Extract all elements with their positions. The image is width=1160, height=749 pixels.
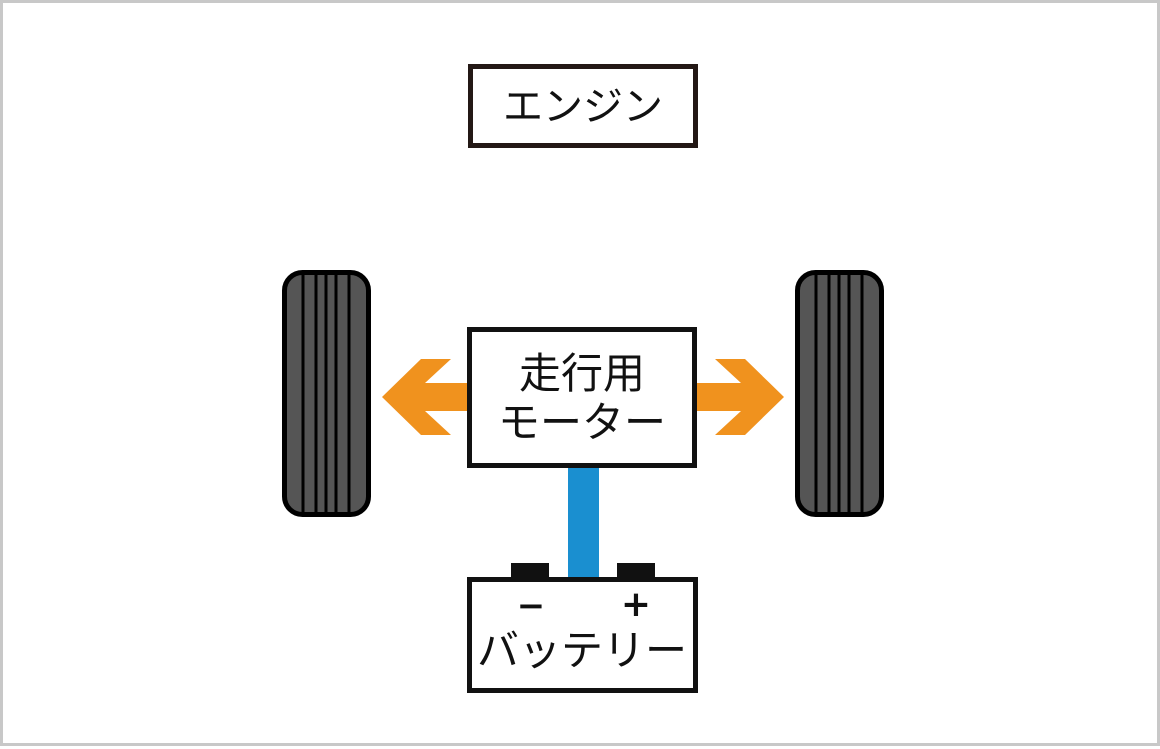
diagram-graphics	[282, 64, 884, 693]
battery-minus-sign: −	[516, 586, 546, 626]
battery-plus-sign: +	[620, 584, 652, 625]
left-arrow-icon	[382, 359, 473, 435]
battery-terminal-plus	[617, 563, 655, 581]
battery-terminal-minus	[511, 563, 549, 581]
motor-label-line2: モーター	[497, 398, 666, 447]
motor-box	[467, 327, 697, 468]
engine-box	[468, 64, 698, 148]
power-wire	[568, 465, 599, 581]
engine-label: エンジン	[503, 84, 663, 130]
battery-label: バッテリー	[476, 626, 687, 675]
motor-label-line1: 走行用	[518, 349, 645, 398]
battery-box	[467, 577, 698, 693]
right-tire-icon	[795, 270, 884, 517]
left-tire-icon	[282, 270, 371, 517]
right-arrow-icon	[693, 359, 784, 435]
